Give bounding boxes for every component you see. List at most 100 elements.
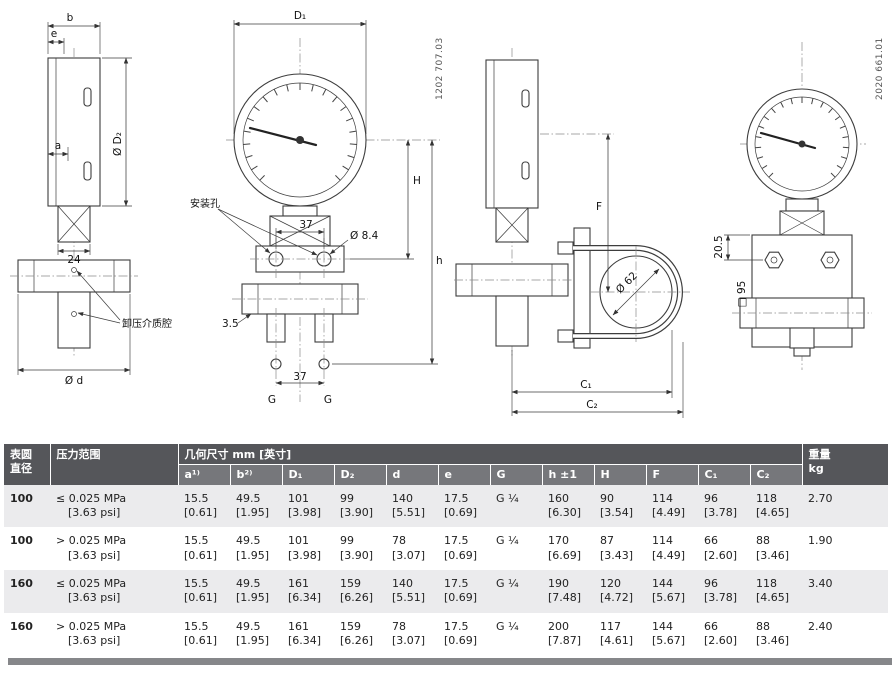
gauge-needle	[759, 131, 817, 150]
dial-diameter-cell: 100	[4, 484, 50, 528]
relief-chamber-label: 卸压介质腔	[122, 317, 172, 330]
bracket-plate	[573, 227, 591, 349]
dim-column-header: G	[490, 463, 543, 485]
drawing-ref-number-1: 1202 707.03	[435, 37, 445, 100]
dim-column-header: F	[646, 463, 699, 485]
dimension-37-bottom: 37	[275, 371, 325, 386]
dimension-value-cell: 140[5.51]	[386, 569, 438, 613]
plate-bolt-left	[764, 251, 784, 269]
table-row: 160> 0.025 MPa[3.63 psi]15.5[0.61]49.5[1…	[4, 612, 889, 656]
dim-column-header: d	[386, 463, 439, 485]
dim-label-20-5: 20.5	[713, 235, 725, 258]
dimension-value-cell: 66[2.60]	[698, 612, 750, 656]
dimension-C1: C₁	[511, 330, 673, 416]
dimension-value-cell: 144[5.67]	[646, 612, 698, 656]
mounting-holes-label: 安装孔	[190, 197, 220, 210]
dimension-C2: C₂	[511, 342, 684, 418]
header-weight: 重量 kg	[802, 444, 889, 485]
dimension-value-cell: 101[3.98]	[282, 527, 334, 570]
dimension-value-cell: 190[7.48]	[542, 569, 594, 613]
dim-label-F: F	[596, 201, 602, 213]
u-bolt-nut-bottom	[557, 329, 574, 343]
pressure-range-cell: ≤ 0.025 MPa[3.63 psi]	[50, 569, 178, 613]
weight-cell: 1.90	[802, 527, 889, 570]
dimension-value-cell: 88[3.46]	[750, 612, 803, 656]
table-row: 160≤ 0.025 MPa[3.63 psi]15.5[0.61]49.5[1…	[4, 569, 889, 613]
dimension-value-cell: 96[3.78]	[698, 569, 750, 613]
dimension-D1: D₁	[233, 10, 367, 134]
next-section-header-edge	[8, 658, 892, 666]
dimension-value-cell: 120[4.72]	[594, 569, 646, 613]
dimension-value-cell: 15.5[0.61]	[178, 569, 230, 613]
thread-label-G-left: G	[268, 394, 276, 406]
drawing-panel-1: b e a Ø D₂ 24 卸压介质腔	[10, 10, 445, 406]
dimension-value-cell: 161[6.34]	[282, 612, 334, 656]
dim-column-header: D₂	[334, 463, 387, 485]
table-row: 100≤ 0.025 MPa[3.63 psi]15.5[0.61]49.5[1…	[4, 484, 889, 528]
dimension-value-cell: G ¼	[490, 612, 542, 656]
dimension-value-cell: 78[3.07]	[386, 612, 438, 656]
dimension-value-cell: 96[3.78]	[698, 484, 750, 528]
header-line: 压力范围	[56, 448, 101, 461]
plate-bolt-right	[820, 251, 840, 269]
dimension-value-cell: 170[6.69]	[542, 527, 594, 570]
dimension-value-cell: 49.5[1.95]	[230, 612, 282, 656]
header-line: 直径	[10, 461, 32, 475]
dimension-value-cell: 17.5[0.69]	[438, 569, 490, 613]
dim-column-header: C₂	[750, 463, 803, 485]
dimension-value-cell: 15.5[0.61]	[178, 527, 230, 570]
case-side	[47, 57, 101, 207]
pressure-range-cell: > 0.025 MPa[3.63 psi]	[50, 527, 178, 570]
u-bolt-nut-top	[557, 241, 574, 255]
technical-drawings: b e a Ø D₂ 24 卸压介质腔	[10, 10, 885, 418]
dimension-3-5: 3.5	[222, 313, 252, 330]
dimension-value-cell: 87[3.43]	[594, 527, 646, 570]
dim-label-C1: C₁	[580, 379, 592, 391]
gauge-side-view	[10, 48, 138, 358]
dimension-hole-diameter: Ø 8.4	[329, 230, 379, 255]
dim-label-H: H	[413, 175, 421, 187]
label-pressure-relief-chamber: 卸压介质腔	[76, 270, 172, 330]
header-line: 几何尺寸 mm [英寸]	[184, 448, 292, 461]
dimension-value-cell: 118[4.65]	[750, 569, 803, 613]
dim-label-a: a	[55, 140, 61, 152]
dimension-a: a	[47, 140, 69, 161]
dim-column-header: e	[438, 463, 491, 485]
pressure-range-cell: ≤ 0.025 MPa[3.63 psi]	[50, 484, 178, 528]
dim-label-C2: C₂	[586, 399, 598, 411]
dimension-value-cell: 200[7.87]	[542, 612, 594, 656]
dimension-20-5: 20.5	[713, 234, 763, 261]
dimension-value-cell: 15.5[0.61]	[178, 612, 230, 656]
dim-column-header: C₁	[698, 463, 751, 485]
dim-label-d: Ø d	[65, 375, 83, 387]
dim-label-square-95: □ 95	[736, 281, 748, 308]
dim-label-24: 24	[67, 254, 81, 266]
dim-label-8-4: Ø 8.4	[350, 230, 379, 242]
dimension-b: b	[47, 12, 101, 54]
dimension-value-cell: 140[5.51]	[386, 484, 438, 528]
dim-column-header: h ±1	[542, 463, 595, 485]
dial-diameter-cell: 100	[4, 527, 50, 570]
header-line: 重量	[808, 448, 831, 461]
dimension-value-cell: G ¼	[490, 569, 542, 613]
dimension-value-cell: 49.5[1.95]	[230, 484, 282, 528]
dimension-value-cell: 90[3.54]	[594, 484, 646, 528]
dimension-value-cell: 49.5[1.95]	[230, 527, 282, 570]
dim-column-header: a¹⁾	[178, 463, 231, 485]
dial-diameter-cell: 160	[4, 569, 50, 613]
dimension-value-cell: 114[4.49]	[646, 527, 698, 570]
dim-label-37-top: 37	[299, 219, 312, 231]
dim-label-d2: Ø D₂	[112, 132, 124, 156]
dimension-value-cell: G ¼	[490, 527, 542, 570]
dimension-value-cell: 160[6.30]	[542, 484, 594, 528]
dimension-value-cell: 101[3.98]	[282, 484, 334, 528]
header-dimensions-group: 几何尺寸 mm [英寸]	[178, 444, 803, 465]
drawing-ref-number-2: 2020 661.01	[875, 37, 885, 100]
dimension-H: H	[350, 139, 421, 260]
gauge-needle	[248, 126, 318, 147]
dimension-value-cell: 66[2.60]	[698, 527, 750, 570]
thread-label-G-right: G	[324, 394, 332, 406]
header-line: kg	[808, 461, 824, 475]
